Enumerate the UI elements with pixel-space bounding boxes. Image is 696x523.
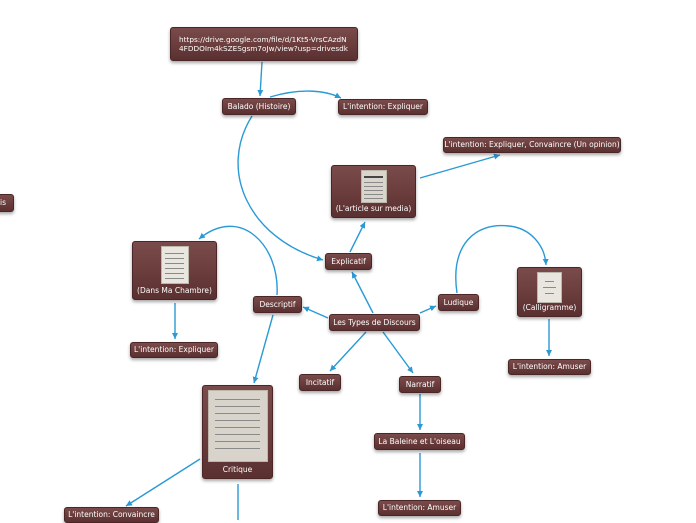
left-edge-node-label: ois bbox=[0, 198, 6, 207]
incitatif-label: Incitatif bbox=[305, 377, 335, 387]
edge-article-to-intention bbox=[419, 153, 501, 179]
descriptif-label: Descriptif bbox=[259, 299, 296, 309]
baleine-node[interactable]: La Baleine et L'oiseau bbox=[374, 433, 465, 450]
critique-thumbnail-image bbox=[207, 390, 268, 462]
intention-expliquer-convaincre-label: L'intention: Expliquer, Convaincre (Un o… bbox=[444, 140, 620, 149]
root-label: Les Types de Discours bbox=[333, 317, 416, 327]
balado-label: Balado (Histoire) bbox=[227, 101, 291, 111]
edge-explicatif-to-article bbox=[349, 221, 366, 253]
edge-url-to-balado bbox=[257, 61, 264, 97]
left-edge-node[interactable]: ois bbox=[0, 194, 14, 212]
calligramme-label: (Calligramme) bbox=[522, 303, 577, 312]
explicatif-node[interactable]: Explicatif bbox=[325, 253, 372, 270]
edge-root-to-incitatif bbox=[329, 331, 367, 372]
narratif-label: Narratif bbox=[405, 379, 435, 389]
edge-descriptif-to-chambre bbox=[198, 225, 278, 296]
ludique-label: Ludique bbox=[443, 297, 474, 307]
descriptif-node[interactable]: Descriptif bbox=[253, 296, 302, 313]
intention-expliquer-convaincre-node[interactable]: L'intention: Expliquer, Convaincre (Un o… bbox=[443, 137, 621, 153]
intention-amuser-label-1: L'intention: Amuser bbox=[512, 362, 587, 371]
incitatif-node[interactable]: Incitatif bbox=[299, 374, 341, 391]
dans-ma-chambre-thumbnail-image bbox=[160, 246, 189, 284]
narratif-node[interactable]: Narratif bbox=[399, 376, 441, 393]
intention-expliquer-label-2: L'intention: Expliquer bbox=[134, 345, 214, 354]
intention-expliquer-node-1[interactable]: L'intention: Expliquer bbox=[338, 99, 428, 115]
calligramme-thumbnail-image bbox=[537, 272, 562, 303]
edge-balado-to-explicatif bbox=[237, 115, 324, 262]
explicatif-label: Explicatif bbox=[331, 256, 366, 266]
edge-descriptif-to-critique bbox=[252, 314, 274, 384]
edge-critique-to-convaincre bbox=[125, 458, 201, 507]
edge-root-to-explicatif bbox=[351, 271, 374, 314]
intention-amuser-label-2: L'intention: Amuser bbox=[382, 503, 457, 512]
intention-convaincre-label: L'intention: Convaincre bbox=[68, 510, 155, 519]
edge-balado-to-intention bbox=[269, 90, 342, 99]
dans-ma-chambre-label: (Dans Ma Chambre) bbox=[137, 286, 212, 295]
edge-ludique-to-calligramme bbox=[455, 224, 549, 294]
edge-root-to-ludique bbox=[419, 305, 437, 314]
dans-ma-chambre-node[interactable]: (Dans Ma Chambre) bbox=[132, 241, 217, 300]
url-node[interactable]: https://drive.google.com/file/d/1Kt5-Vrs… bbox=[170, 27, 358, 61]
edge-root-to-descriptif bbox=[302, 306, 329, 319]
intention-amuser-node-2[interactable]: L'intention: Amuser bbox=[378, 500, 461, 516]
url-node-label: https://drive.google.com/file/d/1Kt5-Vrs… bbox=[179, 35, 349, 53]
intention-expliquer-node-2[interactable]: L'intention: Expliquer bbox=[130, 342, 218, 358]
baleine-label: La Baleine et L'oiseau bbox=[378, 436, 461, 446]
critique-label: Critique bbox=[222, 465, 253, 474]
intention-convaincre-node[interactable]: L'intention: Convaincre bbox=[64, 507, 159, 523]
root-node[interactable]: Les Types de Discours bbox=[329, 314, 420, 331]
edge-root-to-narratif bbox=[382, 331, 414, 374]
intention-expliquer-label-1: L'intention: Expliquer bbox=[343, 102, 423, 111]
ludique-node[interactable]: Ludique bbox=[438, 294, 479, 311]
critique-node[interactable]: Critique bbox=[202, 385, 273, 479]
calligramme-node[interactable]: (Calligramme) bbox=[517, 267, 582, 317]
intention-amuser-node-1[interactable]: L'intention: Amuser bbox=[508, 359, 591, 375]
balado-node[interactable]: Balado (Histoire) bbox=[222, 98, 296, 115]
article-node[interactable]: (L'article sur media) bbox=[331, 165, 416, 218]
article-label: (L'article sur media) bbox=[335, 204, 412, 213]
article-thumbnail-image bbox=[360, 170, 387, 203]
